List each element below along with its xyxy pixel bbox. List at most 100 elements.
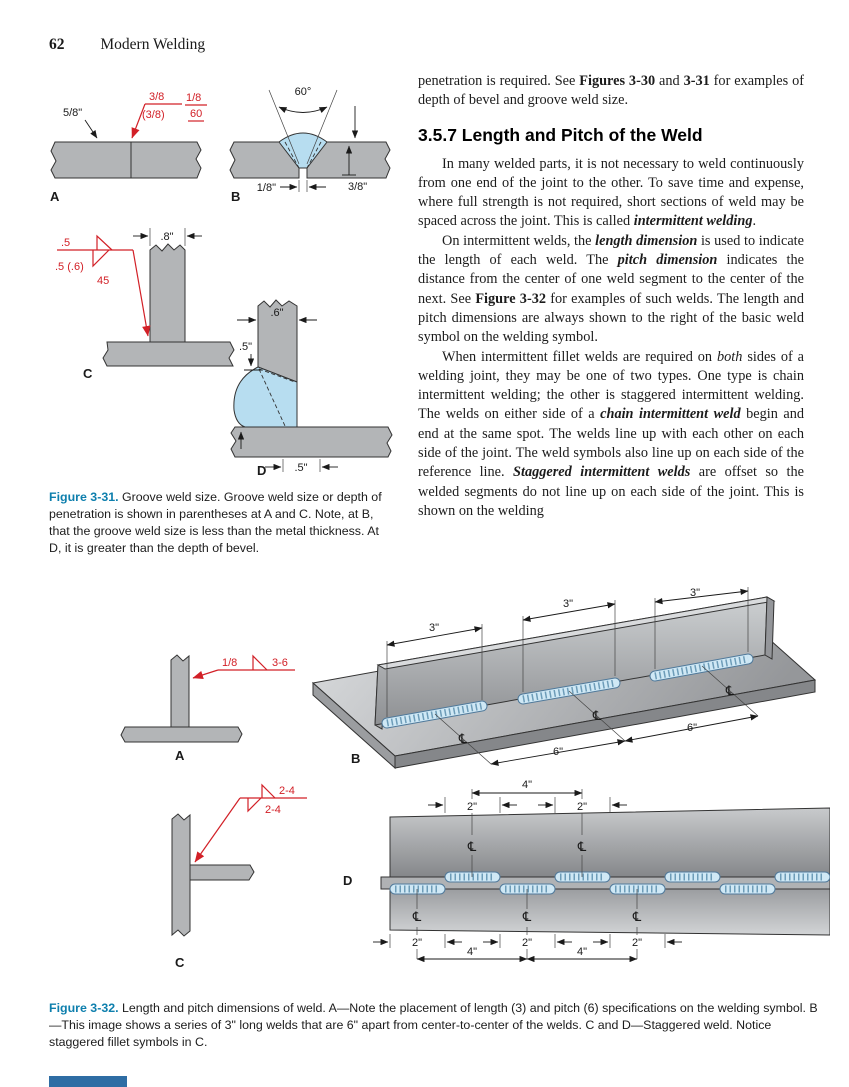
diagram-label: D [343, 873, 352, 888]
paragraph: When intermittent fillet welds are requi… [418, 348, 804, 522]
width-dimension: .8" [133, 228, 202, 246]
text-run: indicates the distance from the center o… [418, 252, 804, 307]
size-value: .5" [239, 341, 252, 353]
pitch-value: 4" [467, 946, 477, 958]
length-dimension-top: 2" [538, 797, 627, 813]
fig32-diagram-c: 2-4 2-4 C [171, 783, 307, 970]
figure-3-31-caption: Figure 3-31. Groove weld size. Groove we… [49, 489, 383, 557]
bevel-symbol [96, 234, 113, 251]
length-dimension: 3" [386, 622, 483, 717]
length-dimension: 3" [522, 598, 616, 692]
paragraph: On intermittent welds, the length dimens… [418, 232, 804, 348]
fillet-symbol [252, 654, 268, 671]
caption-lead: Figure 3-31. [49, 490, 119, 504]
fig31-diagram-a: 5/8" 3/8 (3/8) 1/8 60 A [50, 91, 207, 204]
diagram-label: C [175, 955, 185, 970]
pitch-value: 4" [522, 779, 532, 791]
figure-3-32-drawing: 1/8 3-6 A [120, 587, 831, 970]
pitch-dimension: 6" [624, 714, 759, 743]
text-run: . [752, 213, 757, 230]
paragraph: In many welded parts, it is not necessar… [418, 155, 804, 232]
length-value: 2" [412, 937, 422, 949]
lower-plate [389, 888, 831, 936]
size-other-side: .5 (.6) [55, 261, 84, 273]
text-run: is used to indicate the length of each w… [418, 232, 804, 269]
welding-symbol: 1/8 3-6 [192, 654, 295, 679]
vertical-bar [149, 243, 186, 343]
weld-size: 1/8 [222, 657, 237, 669]
length-value: 2" [522, 937, 532, 949]
caption-text: Groove weld size. Groove weld size or de… [49, 490, 382, 555]
vertical-plate-right-end [764, 596, 775, 660]
weld-bead [649, 653, 754, 682]
figure-3-32-caption: Figure 3-32. Length and pitch dimensions… [49, 1000, 827, 1051]
centerline-icon: ℄ [522, 909, 532, 924]
figure-3-31-drawing: 5/8" 3/8 (3/8) 1/8 60 A [50, 86, 393, 478]
fig31-diagram-c: .8" .5 .5 (.6) 45 C [55, 228, 235, 381]
text-run: In many welded parts, it is not necessar… [418, 155, 804, 230]
spec-below: 2-4 [265, 804, 281, 816]
horizontal-bar [120, 726, 243, 743]
weld-size-value: 3/8" [348, 181, 367, 193]
length-value: 3" [563, 598, 573, 610]
root-opening-dimension: 1/8" [257, 180, 326, 194]
section-heading: 3.5.7 Length and Pitch of the Weld [418, 124, 703, 145]
diagram-label: B [351, 751, 360, 766]
upper-plate [389, 807, 831, 878]
text-run: begin and end at the same spot. The weld… [418, 406, 804, 481]
text-run: for examples of such welds. The length a… [418, 290, 804, 346]
groove-depth: (3/8) [142, 109, 165, 121]
length-value: 2" [467, 801, 477, 813]
welding-symbol: 3/8 (3/8) 1/8 60 [131, 91, 207, 139]
centerline-icon: ℄ [458, 731, 468, 746]
page-number: 62 [49, 36, 65, 53]
centerline-icon: ℄ [592, 708, 602, 723]
text-run: for examples of depth of bevel and groov… [418, 73, 805, 109]
thickness-value: 5/8" [63, 107, 82, 119]
length-dimension-bottom: 2" [373, 934, 462, 949]
weld-size-vertical-dimension: .5" [239, 341, 262, 371]
width-value: .6" [270, 307, 283, 319]
centerline-icon: ℄ [632, 909, 642, 924]
figure-3-32: 1/8 3-6 A [45, 585, 831, 990]
pitch-value: 6" [553, 746, 563, 758]
size-arrow-side: .5 [61, 237, 70, 249]
pitch-value: 4" [577, 946, 587, 958]
text-run: sides of a welding joint, they may be on… [418, 348, 804, 423]
diagram-label: A [50, 189, 60, 204]
groove-size: 3/8 [149, 91, 164, 103]
body-text-column: penetration is required. See Figures 3-3… [418, 72, 804, 521]
text-run: both [716, 348, 743, 365]
pitch-dimension-bottom: 4" [416, 946, 528, 963]
text-run: length dimension [595, 232, 698, 249]
page-header: 62 Modern Welding [49, 36, 205, 54]
caption-lead: Figure 3-32. [49, 1001, 119, 1015]
text-run: chain intermittent weld [600, 406, 741, 423]
weld-bead [278, 132, 328, 169]
pitch-dimension: 6" [490, 739, 626, 766]
paragraph: penetration is required. See Figures 3-3… [418, 72, 804, 111]
fig31-diagram-b: 60° 3/8" 1/8" B [229, 86, 391, 204]
root-opening-value: 1/8" [257, 182, 276, 194]
diagram-label: C [83, 366, 93, 381]
length-dimension-bottom: 2" [593, 934, 682, 949]
fillet-symbol-below [247, 797, 262, 813]
angle-dimension: 60° [268, 86, 338, 165]
base-plate [230, 426, 393, 458]
horizontal-bar [102, 341, 235, 367]
text-run: pitch dimension [617, 252, 718, 269]
text-run: intermittent welding [633, 213, 753, 230]
book-title: Modern Welding [100, 36, 206, 53]
width-dimension: .6" [237, 307, 317, 324]
text-run: and [655, 73, 684, 89]
right-plate [306, 141, 391, 179]
length-value: 3" [429, 622, 439, 634]
length-dimension: 3" [654, 587, 749, 669]
centerline-marks: ℄ ℄ ℄ [434, 665, 759, 765]
welding-symbol: 2-4 2-4 [194, 783, 307, 863]
fillet-symbol-above [261, 783, 276, 799]
weld-bead [381, 700, 488, 729]
size-value: .5" [294, 462, 307, 474]
groove-face-hidden [284, 141, 300, 169]
centerline-icon: ℄ [412, 909, 422, 924]
